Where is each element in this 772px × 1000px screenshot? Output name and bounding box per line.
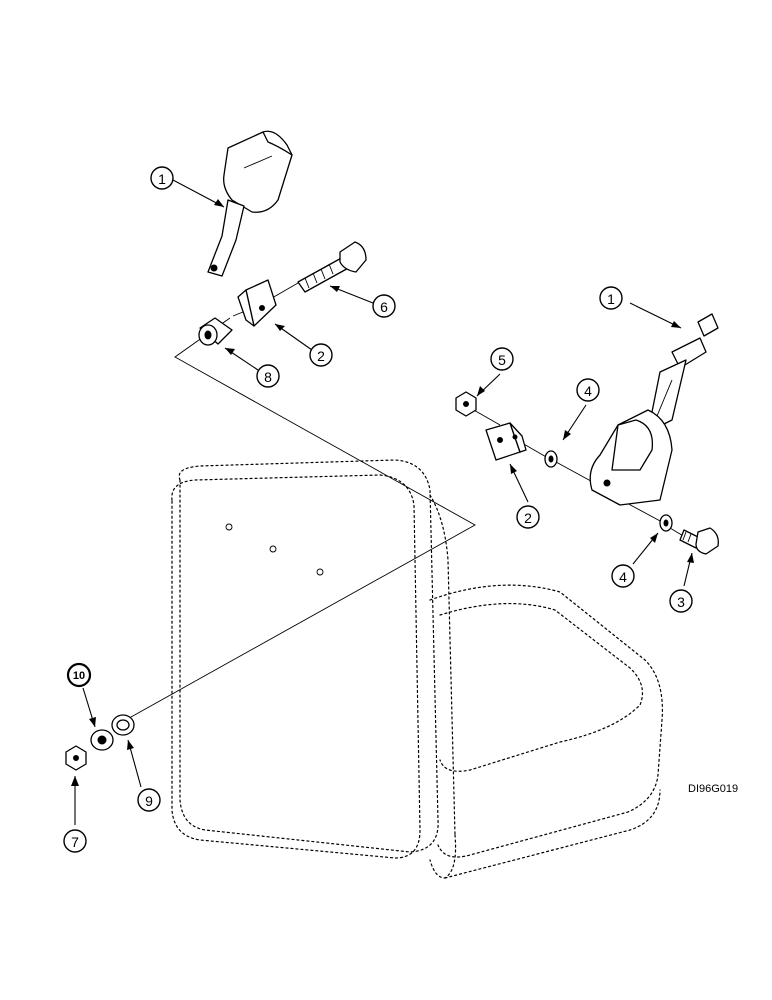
- seat-outline: [171, 459, 663, 879]
- left-spacer: [198, 317, 233, 346]
- right-seat-belt-retractor: [589, 313, 719, 506]
- callout-label: 10: [73, 670, 85, 682]
- callout-4-lower: 4: [611, 564, 635, 588]
- right-washer-upper: [544, 450, 558, 468]
- callout-7: 7: [63, 829, 87, 853]
- callout-label: 6: [380, 299, 388, 315]
- callout-label: 9: [145, 793, 153, 809]
- callout-10: 10: [66, 662, 92, 688]
- lower-flat-washer: [111, 714, 135, 736]
- assembly-lines: [121, 282, 686, 723]
- callout-4-upper: 4: [576, 378, 600, 402]
- callout-5: 5: [490, 347, 514, 371]
- mount-hole-1: [225, 523, 233, 531]
- callout-label: 1: [158, 171, 166, 187]
- right-lock-nut: [455, 391, 477, 417]
- callout-2-right: 2: [516, 505, 540, 529]
- callout-label: 2: [524, 510, 532, 526]
- mount-hole-3: [316, 568, 324, 576]
- callout-3: 3: [669, 589, 693, 613]
- callout-label: 1: [607, 291, 615, 307]
- left-anchor-bracket: [237, 279, 277, 327]
- right-washer-lower: [659, 514, 673, 532]
- callout-label: 2: [317, 348, 325, 364]
- callout-1-right: 1: [599, 286, 623, 310]
- right-anchor-bracket: [485, 422, 527, 461]
- lower-hex-nut: [65, 745, 87, 771]
- callout-8: 8: [256, 364, 280, 388]
- callout-label: 4: [584, 383, 592, 399]
- callout-2-left: 2: [309, 343, 333, 367]
- callout-9: 9: [137, 788, 161, 812]
- lower-lock-washer: [90, 729, 114, 751]
- callout-label: 4: [619, 569, 627, 585]
- callout-label: 5: [498, 352, 506, 368]
- left-anchor-bolt: [297, 241, 367, 293]
- callout-1-left: 1: [150, 166, 174, 190]
- callout-6: 6: [372, 294, 396, 318]
- callout-label: 8: [264, 369, 272, 385]
- callout-label: 3: [677, 594, 685, 610]
- mount-hole-2: [269, 545, 277, 553]
- left-seat-belt-buckle: [207, 130, 293, 277]
- leader-lines: [71, 179, 694, 825]
- right-anchor-bolt: [679, 527, 719, 555]
- figure-code: DI96G019: [688, 783, 738, 795]
- callout-label: 7: [71, 834, 79, 850]
